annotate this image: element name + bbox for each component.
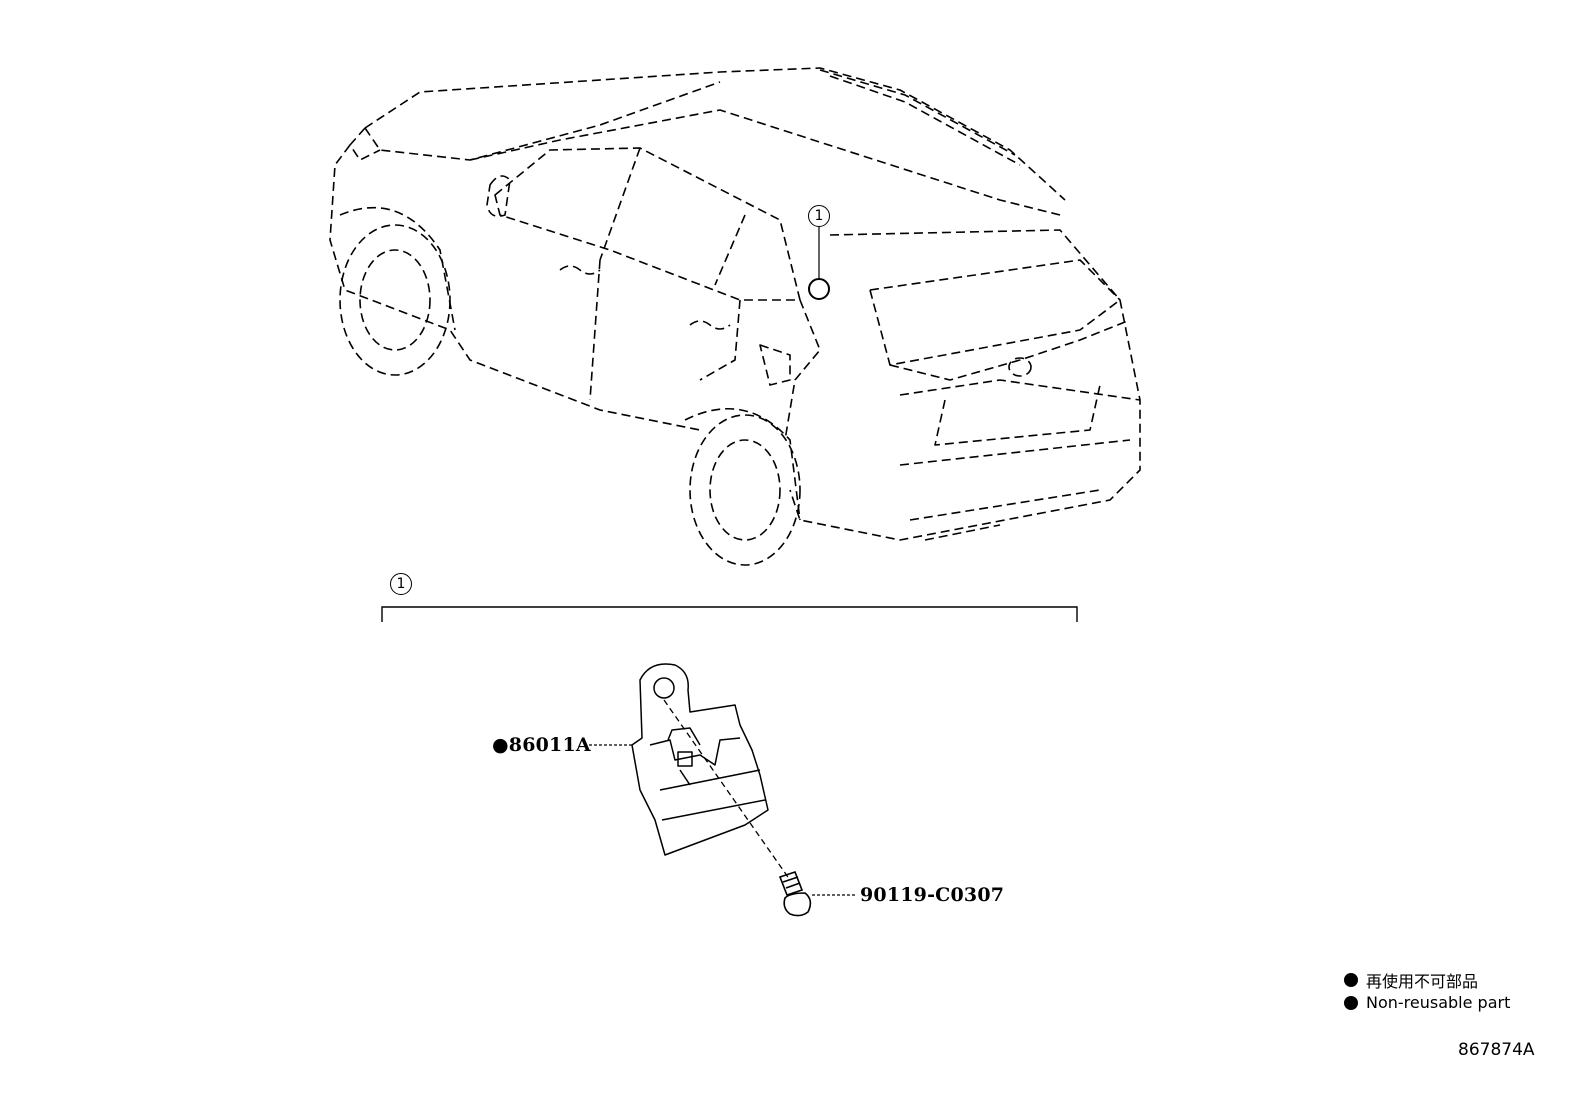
sensor-location-marker: [808, 278, 830, 300]
bolt-axis-line: [663, 699, 791, 881]
legend-text-english: Non-reusable part: [1366, 993, 1511, 1012]
legend-line-english: Non-reusable part: [1344, 993, 1510, 1012]
callout-1-car: 1: [808, 205, 830, 227]
non-reusable-marker: ●: [492, 734, 509, 756]
callout-1-group: 1: [390, 573, 412, 595]
sensor-part-drawing: [631, 663, 769, 856]
vehicle-outline: [329, 67, 1141, 566]
legend-dot-icon: [1344, 973, 1358, 987]
group-bracket: [381, 606, 1078, 622]
part-number-bolt: 90119-C0307: [860, 884, 1005, 906]
part-label-86011a: ●86011A: [492, 734, 591, 756]
legend-line-japanese: 再使用不可部品: [1344, 968, 1478, 992]
diagram-id: 867874A: [1458, 1040, 1535, 1060]
legend-text-japanese: 再使用不可部品: [1366, 972, 1479, 991]
bolt-drawing: [778, 871, 812, 917]
part-number-86011a: 86011A: [508, 734, 591, 756]
legend-dot-icon: [1344, 995, 1358, 1010]
part-label-bolt: 90119-C0307: [860, 884, 1004, 906]
